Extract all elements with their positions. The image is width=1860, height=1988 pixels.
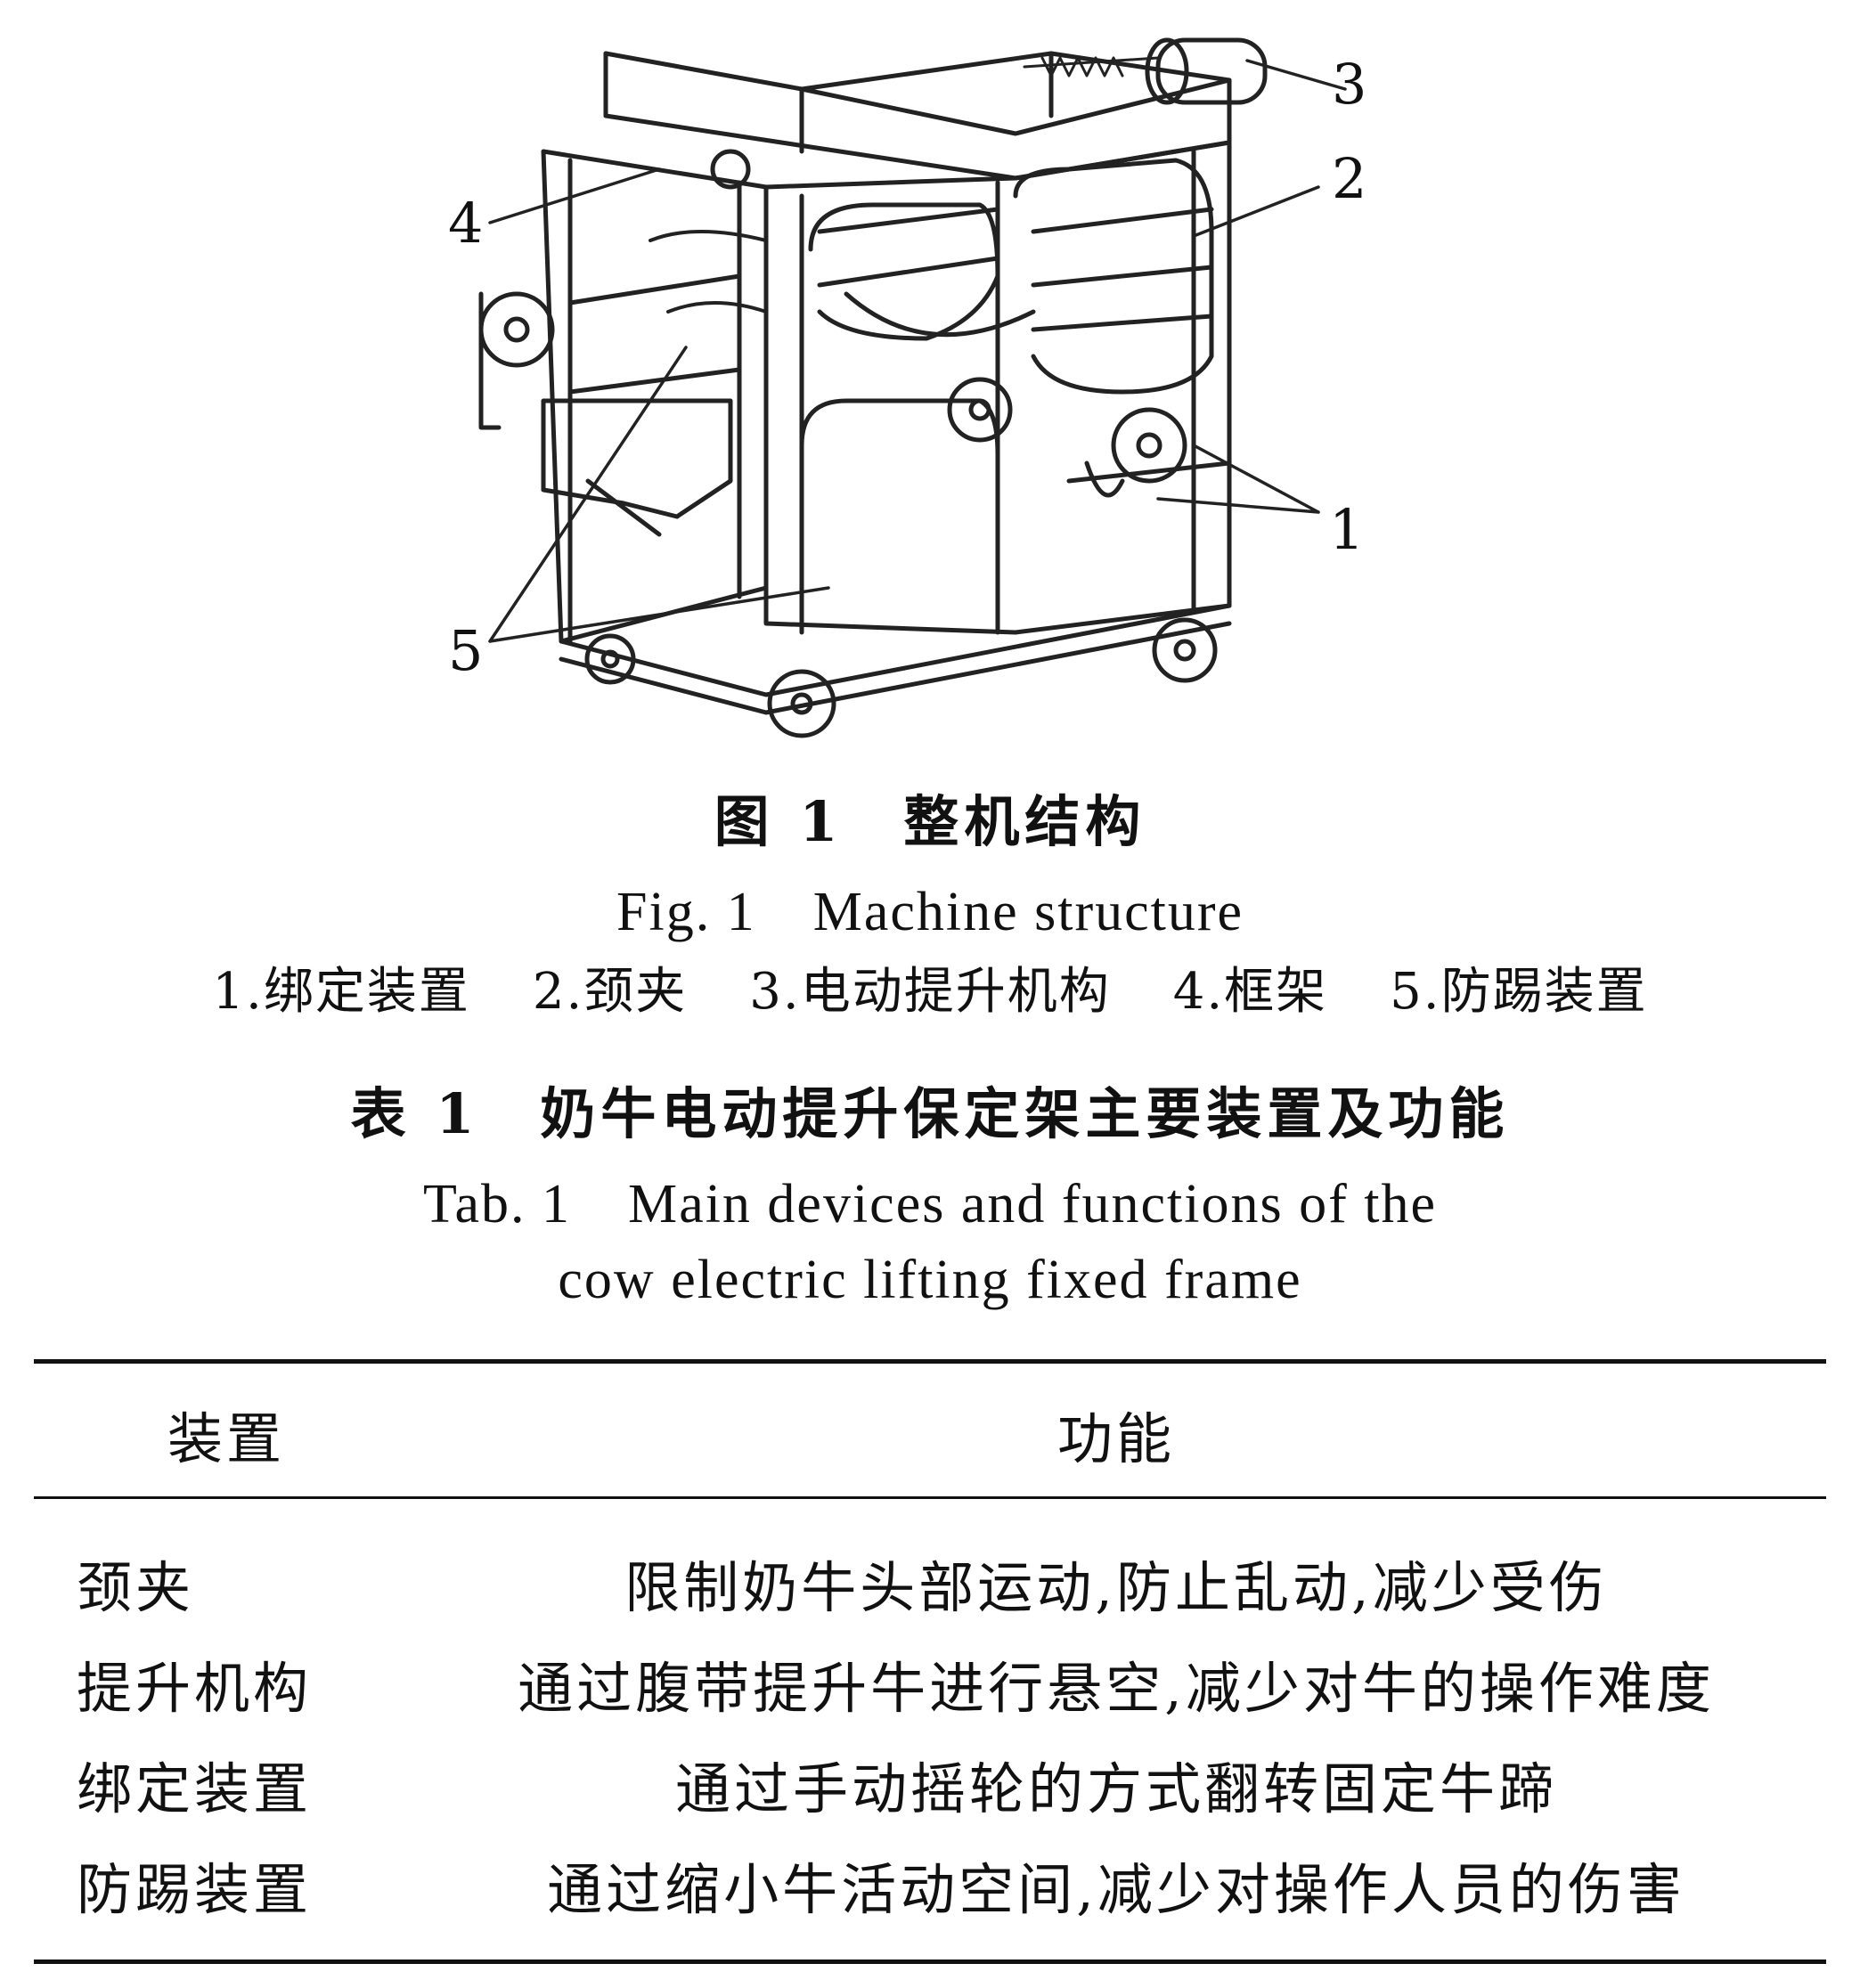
table-row: 提升机构 通过腹带提升牛进行悬空,减少对牛的操作难度 (34, 1643, 1826, 1732)
table-bottom-rule (34, 1959, 1826, 1964)
legend-item: 5.防踢装置 (1390, 963, 1648, 1021)
table-caption-en-line1: Tab. 1 Main devices and functions of the (423, 1174, 1437, 1234)
cell-function: 通过缩小牛活动空间,减少对操作人员的伤害 (547, 1857, 1685, 1922)
table-row: 颈夹 限制奶牛头部运动,防止乱动,减少受伤 (34, 1543, 1826, 1632)
figure-caption-en: Fig. 1 Machine structure (616, 882, 1244, 942)
table-caption-zh: 表 1 奶牛电动提升保定架主要装置及功能 (350, 1081, 1510, 1146)
legend-item: 3.电动提升机构 (749, 963, 1111, 1021)
callout-1: 1 (1329, 497, 1365, 562)
table-header-rule (34, 1496, 1826, 1499)
machine-drawing (478, 37, 1347, 738)
cell-function: 通过手动摇轮的方式翻转固定牛蹄 (674, 1756, 1557, 1821)
table-header-row: 装置 功能 (34, 1394, 1826, 1483)
callout-3: 3 (1332, 52, 1367, 117)
cell-function: 通过腹带提升牛进行悬空,减少对牛的操作难度 (518, 1656, 1715, 1721)
figure-legend: 1.绑定装置 2.颈夹 3.电动提升机构 4.框架 5.防踢装置 (0, 951, 1860, 1023)
header-device: 装置 (167, 1406, 286, 1471)
cell-device: 防踢装置 (77, 1857, 313, 1922)
machine-structure-figure (428, 18, 1443, 757)
legend-item: 1.绑定装置 (212, 963, 470, 1021)
callout-2: 2 (1332, 146, 1367, 211)
legend-item: 2.颈夹 (532, 963, 688, 1021)
cell-device: 绑定装置 (77, 1756, 313, 1821)
callout-4: 4 (448, 191, 484, 256)
cell-function: 限制奶牛头部运动,防止乱动,减少受伤 (624, 1555, 1608, 1620)
header-function: 功能 (1056, 1406, 1175, 1471)
table-caption-en-line2: cow electric lifting fixed frame (558, 1250, 1302, 1310)
legend-item: 4.框架 (1172, 963, 1328, 1021)
cell-device: 颈夹 (77, 1555, 195, 1620)
callout-5: 5 (448, 618, 484, 683)
cell-device: 提升机构 (77, 1656, 313, 1721)
table-row: 防踢装置 通过缩小牛活动空间,减少对操作人员的伤害 (34, 1845, 1826, 1934)
table-top-rule (34, 1359, 1826, 1364)
figure-caption-zh: 图 1 整机结构 (714, 789, 1146, 854)
table-row: 绑定装置 通过手动摇轮的方式翻转固定牛蹄 (34, 1744, 1826, 1833)
